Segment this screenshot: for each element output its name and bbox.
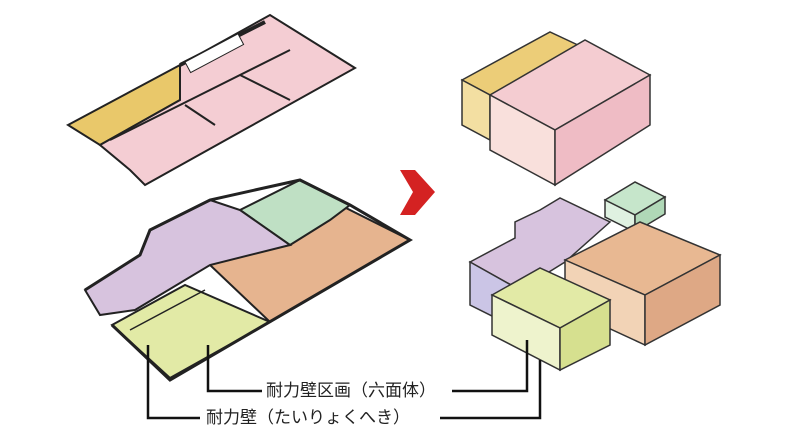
lower-floor-plan [83, 178, 413, 382]
load-bearing-block-label: 耐力壁区画（六面体） [266, 381, 436, 401]
load-bearing-wall-label: 耐力壁（たいりょくへき） [206, 408, 410, 428]
arrow-icon [400, 170, 435, 215]
leader-lines [146, 340, 542, 420]
upper-block-boxes [460, 31, 652, 187]
upper-floor-plan [66, 13, 357, 187]
lower-block-boxes [468, 181, 722, 372]
